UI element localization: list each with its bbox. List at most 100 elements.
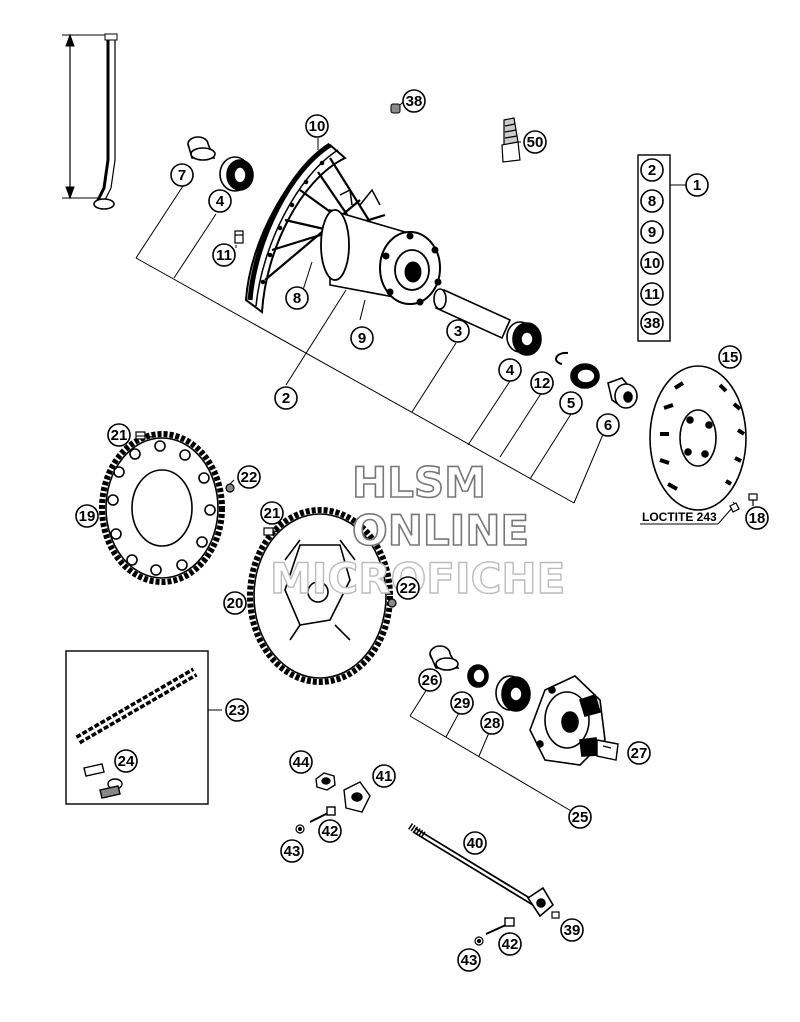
watermark-line-1: HLSM (352, 458, 486, 507)
callout-c1: 1 (685, 173, 709, 197)
callout-circle (523, 130, 547, 154)
callout-c29: 29 (450, 691, 474, 715)
callout-c10a: 10 (640, 251, 664, 275)
chain-link-24-part (83, 763, 123, 799)
callout-number: 41 (376, 768, 393, 785)
callout-c40: 40 (463, 831, 487, 855)
callout-number: 2 (648, 162, 656, 179)
damper-27-part (596, 739, 619, 761)
callout-circle (305, 114, 329, 138)
callout-number: 21 (264, 505, 281, 522)
callout-circle (396, 576, 420, 600)
callout-circle (318, 819, 342, 843)
callout-c39: 39 (560, 918, 584, 942)
sprocket-bolt-21b (263, 527, 281, 536)
callout-circle (463, 831, 487, 855)
callout-number: 9 (648, 224, 656, 241)
callout-circle (530, 371, 554, 395)
callout-number: 11 (216, 247, 232, 264)
callout-number: 24 (118, 753, 135, 770)
callout-c2b: 2 (274, 386, 298, 410)
hub-part (320, 188, 442, 306)
bearing-4b-part (506, 321, 542, 356)
callout-c5: 5 (559, 391, 583, 415)
callout-circle (498, 932, 522, 956)
sprocket-nut-22a (225, 483, 235, 493)
callout-number: 8 (648, 193, 656, 210)
callout-circle (372, 764, 396, 788)
callout-number: 43 (461, 952, 478, 969)
callout-c41: 41 (372, 764, 396, 788)
callout-c27: 27 (627, 741, 651, 765)
callout-c8a: 8 (640, 189, 664, 213)
nut-43a-part (295, 824, 305, 834)
callout-c9b: 9 (350, 326, 374, 350)
callout-circle (640, 158, 664, 182)
callout-c19: 19 (75, 504, 99, 528)
valve-cap-50 (501, 117, 521, 163)
sleeve-3-part (433, 288, 512, 340)
callout-c21a: 21 (107, 423, 131, 447)
callout-number: 2 (282, 390, 290, 407)
callout-circle (75, 504, 99, 528)
callout-circle (559, 391, 583, 415)
seal-29-part (467, 664, 489, 688)
callout-c7: 7 (170, 163, 194, 187)
callout-number: 42 (502, 936, 519, 953)
callout-number: 18 (749, 510, 766, 527)
callout-number: 5 (567, 395, 575, 412)
rim-part (244, 142, 347, 314)
callout-c11a: 11 (640, 282, 664, 306)
callout-number: 29 (454, 695, 471, 712)
callout-circle (274, 386, 298, 410)
leader-lines (135, 100, 733, 816)
callout-c24: 24 (114, 749, 138, 773)
callout-circle (208, 189, 232, 213)
callout-c9a: 9 (640, 220, 664, 244)
callout-number: 22 (400, 580, 417, 597)
callout-circle (223, 591, 247, 615)
callout-c4b: 4 (498, 358, 522, 382)
callout-number: 9 (358, 330, 366, 347)
spacer-26-part (429, 645, 460, 671)
axle-40-part (408, 823, 555, 918)
callout-circle (745, 506, 769, 530)
nut-44-part (315, 772, 336, 791)
callout-circle (640, 189, 664, 213)
callout-c3: 3 (446, 319, 470, 343)
watermark-line-3: MICROFICHE (270, 554, 565, 603)
callout-circle (480, 711, 504, 735)
nut-43b-part (474, 936, 484, 946)
callout-number: 4 (506, 362, 515, 379)
callout-c23: 23 (225, 698, 249, 722)
callout-number: 25 (572, 809, 589, 826)
callout-number: 28 (484, 715, 501, 732)
callout-number: 23 (229, 702, 246, 719)
callout-number: 38 (406, 93, 423, 110)
callout-circle (627, 741, 651, 765)
callout-c44: 44 (289, 750, 313, 774)
callout-circle (560, 918, 584, 942)
callout-number: 39 (564, 922, 581, 939)
callout-circle (285, 286, 309, 310)
callout-c43a: 43 (280, 839, 304, 863)
sprocket-19-part (99, 431, 225, 585)
callout-circle (640, 251, 664, 275)
callout-c18: 18 (745, 506, 769, 530)
callout-circle (402, 89, 426, 113)
callout-c10b: 10 (305, 114, 329, 138)
callout-c6: 6 (596, 413, 620, 437)
callout-c2a: 2 (640, 158, 664, 182)
brake-disc-15-part (649, 365, 747, 511)
chain-box (65, 650, 209, 805)
callout-circle (596, 413, 620, 437)
callout-c38b: 38 (402, 89, 426, 113)
callout-number: 12 (534, 375, 551, 392)
callout-number: 15 (722, 349, 739, 366)
disc-bolt-18 (729, 493, 758, 513)
valve-part (234, 230, 244, 244)
callout-number: 50 (527, 134, 544, 151)
callout-number: 42 (322, 823, 339, 840)
callout-circle (498, 358, 522, 382)
